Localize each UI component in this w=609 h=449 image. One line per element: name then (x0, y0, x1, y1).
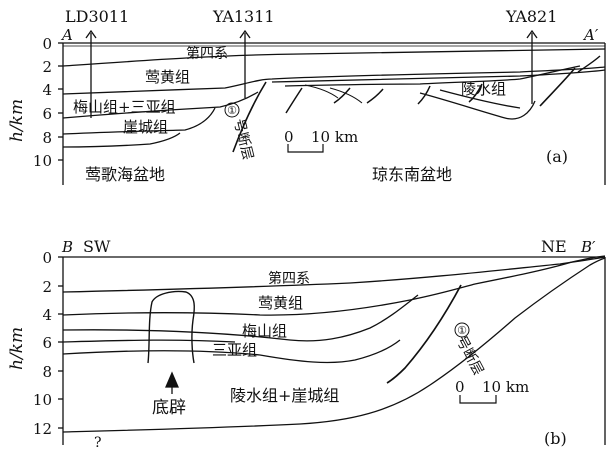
fault-text-b: 号断层 (452, 333, 486, 378)
scale-text-b: 10 km (482, 378, 529, 396)
axis-label-b: h/km (7, 327, 27, 370)
tick-b-0: 0 (42, 249, 52, 267)
unit-lingshui-yacheng-b: 陵水组+崖城组 (230, 386, 339, 405)
fault-8 (578, 56, 600, 72)
panel-b-ticks (58, 257, 63, 428)
unit-meishan-b: 梅山组 (242, 322, 287, 340)
panel-tag-b: (b) (544, 429, 567, 448)
tick-b-8: 8 (42, 363, 52, 381)
basin-qiongdongnan: 琼东南盆地 (372, 165, 452, 184)
section-end-b: B′ (580, 238, 596, 256)
section-start-a: A (60, 26, 73, 44)
horizon-base-yinggehuang-b (63, 256, 605, 315)
tick-b-4: 4 (42, 306, 52, 324)
scale-text-a: 10 km (311, 128, 358, 146)
unit-yinggehuang-a: 莺黄组 (145, 68, 190, 86)
tick-a-2: 2 (42, 58, 52, 76)
well-ya1311 (240, 31, 250, 98)
well-ya821 (527, 31, 537, 104)
well-label-ld3011: LD3011 (65, 7, 129, 26)
horizon-base-quaternary-a (63, 49, 605, 66)
horizon-base-meishan-b (63, 295, 418, 341)
diapir-label: 底辟 (152, 398, 186, 418)
tick-a-10: 10 (33, 152, 52, 170)
panel-b (58, 256, 605, 445)
panel-a-ticks (58, 43, 63, 160)
unit-meishan-sanya-a: 梅山组+三亚组 (73, 98, 176, 116)
unit-lingshui-a: 陵水组 (461, 80, 506, 98)
unit-yinggehuang-b: 莺黄组 (258, 294, 303, 312)
panel-tag-a: (a) (546, 147, 568, 166)
fault-1-b (387, 285, 461, 383)
fault-9 (305, 85, 338, 98)
unit-sanya-b: 三亚组 (212, 341, 257, 359)
tick-a-6: 6 (42, 105, 52, 123)
tick-b-10: 10 (33, 391, 52, 409)
tick-b-6: 6 (42, 334, 52, 352)
axis-label-a: h/km (7, 99, 27, 142)
unit-quaternary-a: 第四系 (186, 45, 228, 62)
panel-a-text: A A′ LD3011 YA1311 YA821 h/km 0 2 4 6 8 … (7, 7, 599, 184)
fault-4 (367, 89, 383, 103)
tick-a-4: 4 (42, 81, 52, 99)
unit-yacheng-a: 崖城组 (123, 118, 168, 136)
unit-quaternary-b: 第四系 (268, 270, 310, 287)
fault-text-a: 号断层 (230, 117, 256, 162)
basin-yinggehai: 莺歌海盆地 (85, 165, 165, 184)
question-mark-b: ? (94, 435, 102, 449)
tick-a-0: 0 (42, 35, 52, 53)
well-label-ya1311: YA1311 (212, 7, 275, 26)
tick-b-12: 12 (33, 420, 52, 438)
scale-bar-b (460, 395, 496, 403)
diapir-body (148, 291, 194, 363)
diapir-arrow (166, 373, 178, 387)
dir-sw: SW (83, 237, 111, 256)
fault-number-a: ① (227, 104, 237, 117)
dir-ne: NE (541, 237, 567, 256)
horizon-lingshui-top (285, 66, 580, 86)
fault-2 (286, 88, 302, 113)
section-start-b: B (61, 238, 73, 256)
tick-b-2: 2 (42, 278, 52, 296)
tick-a-8: 8 (42, 129, 52, 147)
well-label-ya821: YA821 (505, 7, 557, 26)
scale-zero-b: 0 (455, 378, 465, 396)
section-end-a: A′ (582, 26, 599, 44)
scale-zero-a: 0 (284, 128, 294, 146)
